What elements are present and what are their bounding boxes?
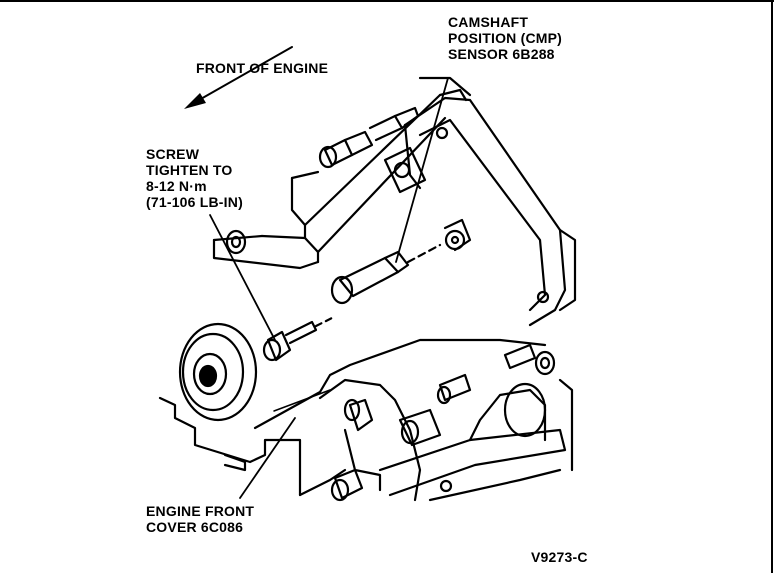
screw-line-1: SCREW <box>146 146 200 162</box>
cmp-sensor-line-3: SENSOR 6B288 <box>448 46 555 62</box>
cmp-sensor-label: CAMSHAFT POSITION (CMP) SENSOR 6B288 <box>448 14 562 62</box>
screw-drawing <box>225 229 334 362</box>
front-cover-bracket <box>383 96 577 327</box>
cmp-leader-line <box>395 77 449 263</box>
screw-line-3: 8-12 N·m <box>146 178 207 194</box>
front-cover-line-1: ENGINE FRONT <box>146 503 255 519</box>
cmp-sensor-line-1: CAMSHAFT <box>448 14 529 30</box>
screw-label: SCREW TIGHTEN TO 8-12 N·m (71-106 LB-IN) <box>146 146 243 210</box>
cmp-sensor-drawing <box>330 218 472 305</box>
front-cover-leader-line <box>239 417 296 499</box>
screw-line-4: (71-106 LB-IN) <box>146 194 243 210</box>
front-of-engine-arrow <box>184 46 293 109</box>
lower-mechanism <box>318 343 574 502</box>
figure-id-label: V9273-C <box>531 549 588 565</box>
screw-line-2: TIGHTEN TO <box>146 162 233 178</box>
upper-bolt <box>318 106 420 169</box>
front-cover-line-2: COVER 6C086 <box>146 519 244 535</box>
front-of-engine-label: FRONT OF ENGINE <box>196 60 328 76</box>
engine-front-cover-outline <box>158 338 547 497</box>
figure-id-text: V9273-C <box>531 549 588 565</box>
cmp-sensor-line-2: POSITION (CMP) <box>448 30 563 46</box>
front-of-engine-text: FRONT OF ENGINE <box>196 60 329 76</box>
crankshaft-pulley <box>178 322 258 422</box>
front-cover-label: ENGINE FRONT COVER 6C086 <box>146 503 254 535</box>
screw-leader-line <box>209 214 276 341</box>
